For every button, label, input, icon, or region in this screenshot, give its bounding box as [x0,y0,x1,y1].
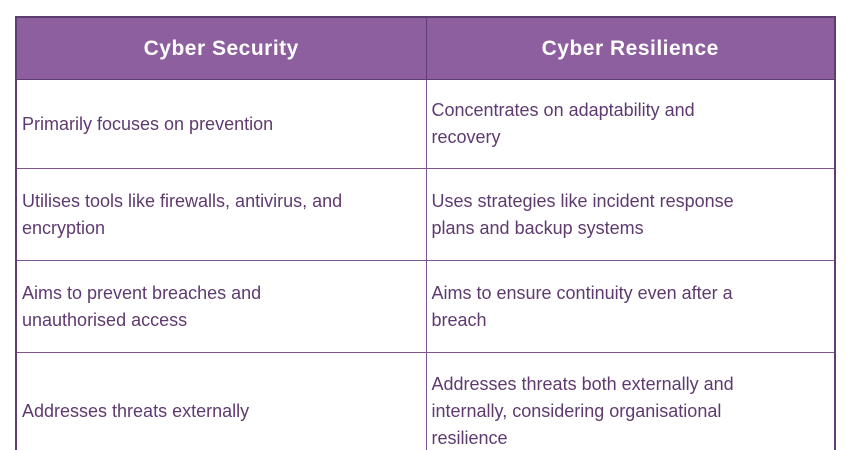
table-row: Aims to prevent breaches and unauthorise… [15,260,836,353]
cell-security-prevention: Primarily focuses on prevention [15,79,427,169]
table-header-row: Cyber Security Cyber Resilience [15,16,836,80]
cell-resilience-continuity: Aims to ensure continuity even after a b… [425,260,836,353]
cell-security-threats: Addresses threats externally [15,352,427,450]
table-row: Addresses threats externally Addresses t… [15,352,836,450]
cell-resilience-threats: Addresses threats both externally and in… [425,352,836,450]
table-row: Utilises tools like firewalls, antivirus… [15,168,836,261]
cell-security-tools: Utilises tools like firewalls, antivirus… [15,168,427,261]
column-header-cyber-resilience: Cyber Resilience [425,16,836,80]
comparison-table: Cyber Security Cyber Resilience Primaril… [15,16,836,450]
cell-resilience-strategies: Uses strategies like incident response p… [425,168,836,261]
column-header-cyber-security: Cyber Security [15,16,427,80]
table-row: Primarily focuses on prevention Concentr… [15,79,836,169]
cell-security-breaches: Aims to prevent breaches and unauthorise… [15,260,427,353]
cell-resilience-adaptability: Concentrates on adaptability and recover… [425,79,836,169]
